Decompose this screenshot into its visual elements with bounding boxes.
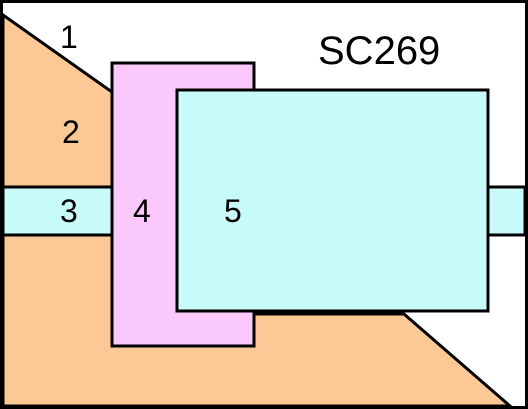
region-3-right-strip bbox=[486, 185, 527, 237]
region-5-shape bbox=[175, 88, 490, 313]
region-1-label: 1 bbox=[60, 19, 78, 55]
region-5-label: 5 bbox=[224, 193, 242, 229]
region-3-left-strip bbox=[1, 185, 114, 237]
region-3-label: 3 bbox=[60, 193, 78, 229]
region-2-label: 2 bbox=[62, 114, 80, 150]
diagram-title: SC269 bbox=[318, 29, 440, 73]
region-4-label: 4 bbox=[133, 193, 151, 229]
